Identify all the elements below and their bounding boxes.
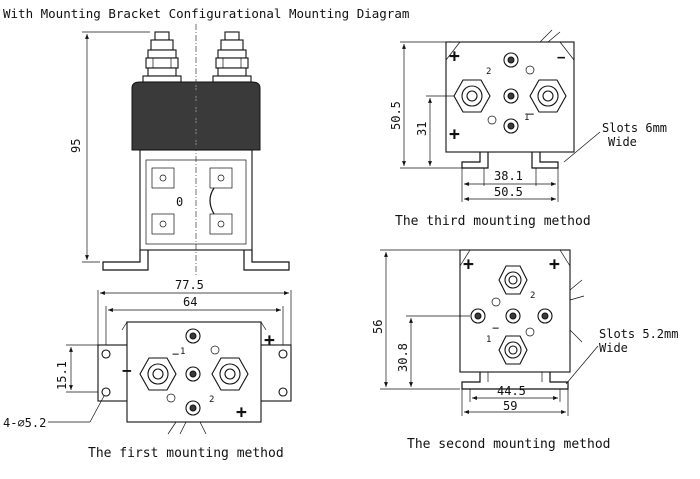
first-width-overall: 77.5: [175, 278, 204, 292]
second-width-overall: 59: [503, 399, 517, 413]
third-height-overall: 50.5: [389, 101, 403, 130]
first-plus-top: +: [264, 330, 275, 351]
third-width-inner: 38.1: [494, 169, 523, 183]
third-terminal-label-2: 2: [486, 67, 491, 77]
front-height-dim: 95: [69, 139, 83, 153]
second-terminal-label-2: 2: [530, 291, 535, 301]
first-width-inner: 64: [183, 295, 197, 309]
second-plus-right: +: [549, 254, 560, 275]
second-height-inner: 30.8: [396, 343, 410, 372]
first-method-view: 77.5 64 1 2 + + − −: [3, 278, 292, 461]
second-bracket: [461, 372, 569, 390]
first-terminal-label-1: 1: [180, 347, 185, 357]
second-slots-line2: Wide: [599, 341, 628, 355]
first-minus: −: [122, 361, 132, 380]
third-plus-bottom: +: [449, 124, 460, 145]
second-slots-line1: Slots 5.2mm: [599, 327, 678, 341]
first-plus-bottom: +: [236, 402, 247, 423]
first-hole-callout: 4-∅5.2: [3, 416, 46, 430]
second-terminal-label-1: 1: [486, 335, 491, 345]
second-height-overall: 56: [371, 320, 385, 334]
third-foot-left: [461, 152, 489, 169]
third-method-view: 2 1 + + − − 50.5 31 38.1 50.5 Slots 6mm …: [389, 29, 667, 229]
third-plus-top: +: [449, 46, 460, 67]
third-minus-top: −: [557, 50, 565, 66]
diagram-title: With Mounting Bracket Configurational Mo…: [3, 6, 409, 21]
second-caption: The second mounting method: [407, 437, 611, 452]
switch-label: 0: [176, 195, 183, 209]
right-stud: [212, 31, 252, 83]
second-minus-small: −: [492, 321, 499, 335]
third-slots-line2: Wide: [608, 135, 637, 149]
first-minus-small: −: [172, 347, 179, 361]
third-minus-small: −: [527, 107, 534, 121]
bracket-right-foot: [243, 250, 290, 271]
third-height-inner: 31: [415, 122, 429, 136]
first-height-dim: 15.1: [55, 361, 69, 390]
second-method-view: 2 1 + + − 56 30.8 44.5 59 Slots 5.2mm Wi…: [371, 249, 678, 452]
third-foot-right: [531, 152, 559, 169]
third-caption: The third mounting method: [395, 214, 591, 229]
front-view: 0 95: [69, 24, 290, 276]
third-width-overall: 50.5: [494, 185, 523, 199]
second-width-inner: 44.5: [497, 384, 526, 398]
left-stud: [142, 31, 182, 83]
third-terminal-label-1: 1: [524, 113, 529, 123]
third-slots-line1: Slots 6mm: [602, 121, 667, 135]
second-plus-left: +: [463, 254, 474, 275]
first-terminal-label-2: 2: [209, 395, 214, 405]
first-caption: The first mounting method: [88, 446, 284, 461]
bracket-left-foot: [102, 250, 149, 271]
